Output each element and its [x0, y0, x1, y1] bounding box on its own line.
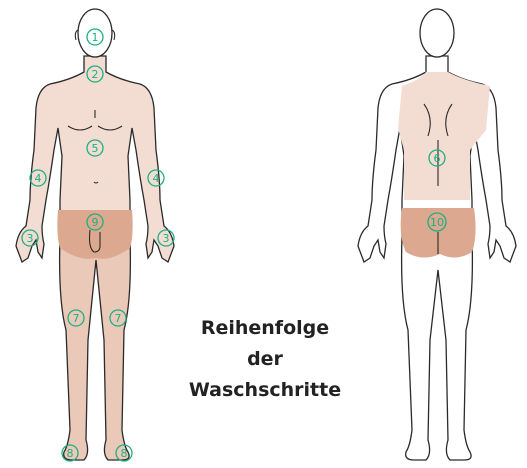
step-marker-number: 2	[92, 68, 99, 81]
step-marker-number: 10	[430, 216, 444, 229]
step-marker-number: 8	[67, 447, 74, 460]
step-marker-number: 8	[121, 447, 128, 460]
step-marker-number: 9	[92, 216, 99, 229]
caption-line-3: Waschschritte	[176, 375, 354, 406]
back-body-figure	[358, 9, 516, 460]
front-legs	[60, 236, 131, 460]
back-upper-area	[398, 72, 490, 200]
caption-line-1: Reihenfolge	[176, 313, 354, 344]
caption-line-2: der	[176, 344, 354, 375]
diagram-caption: Reihenfolge der Waschschritte	[176, 313, 354, 406]
step-marker-number: 5	[92, 142, 99, 155]
step-marker-number: 7	[73, 312, 80, 325]
step-marker-number: 3	[27, 232, 34, 245]
step-marker-number: 4	[153, 172, 160, 185]
step-marker-number: 4	[35, 172, 42, 185]
step-marker-number: 6	[434, 152, 441, 165]
step-marker-number: 3	[163, 232, 170, 245]
step-marker-10-buttocks: 10	[428, 213, 446, 231]
step-marker-number: 1	[92, 31, 99, 44]
back-head	[420, 9, 454, 57]
step-marker-number: 7	[115, 312, 122, 325]
